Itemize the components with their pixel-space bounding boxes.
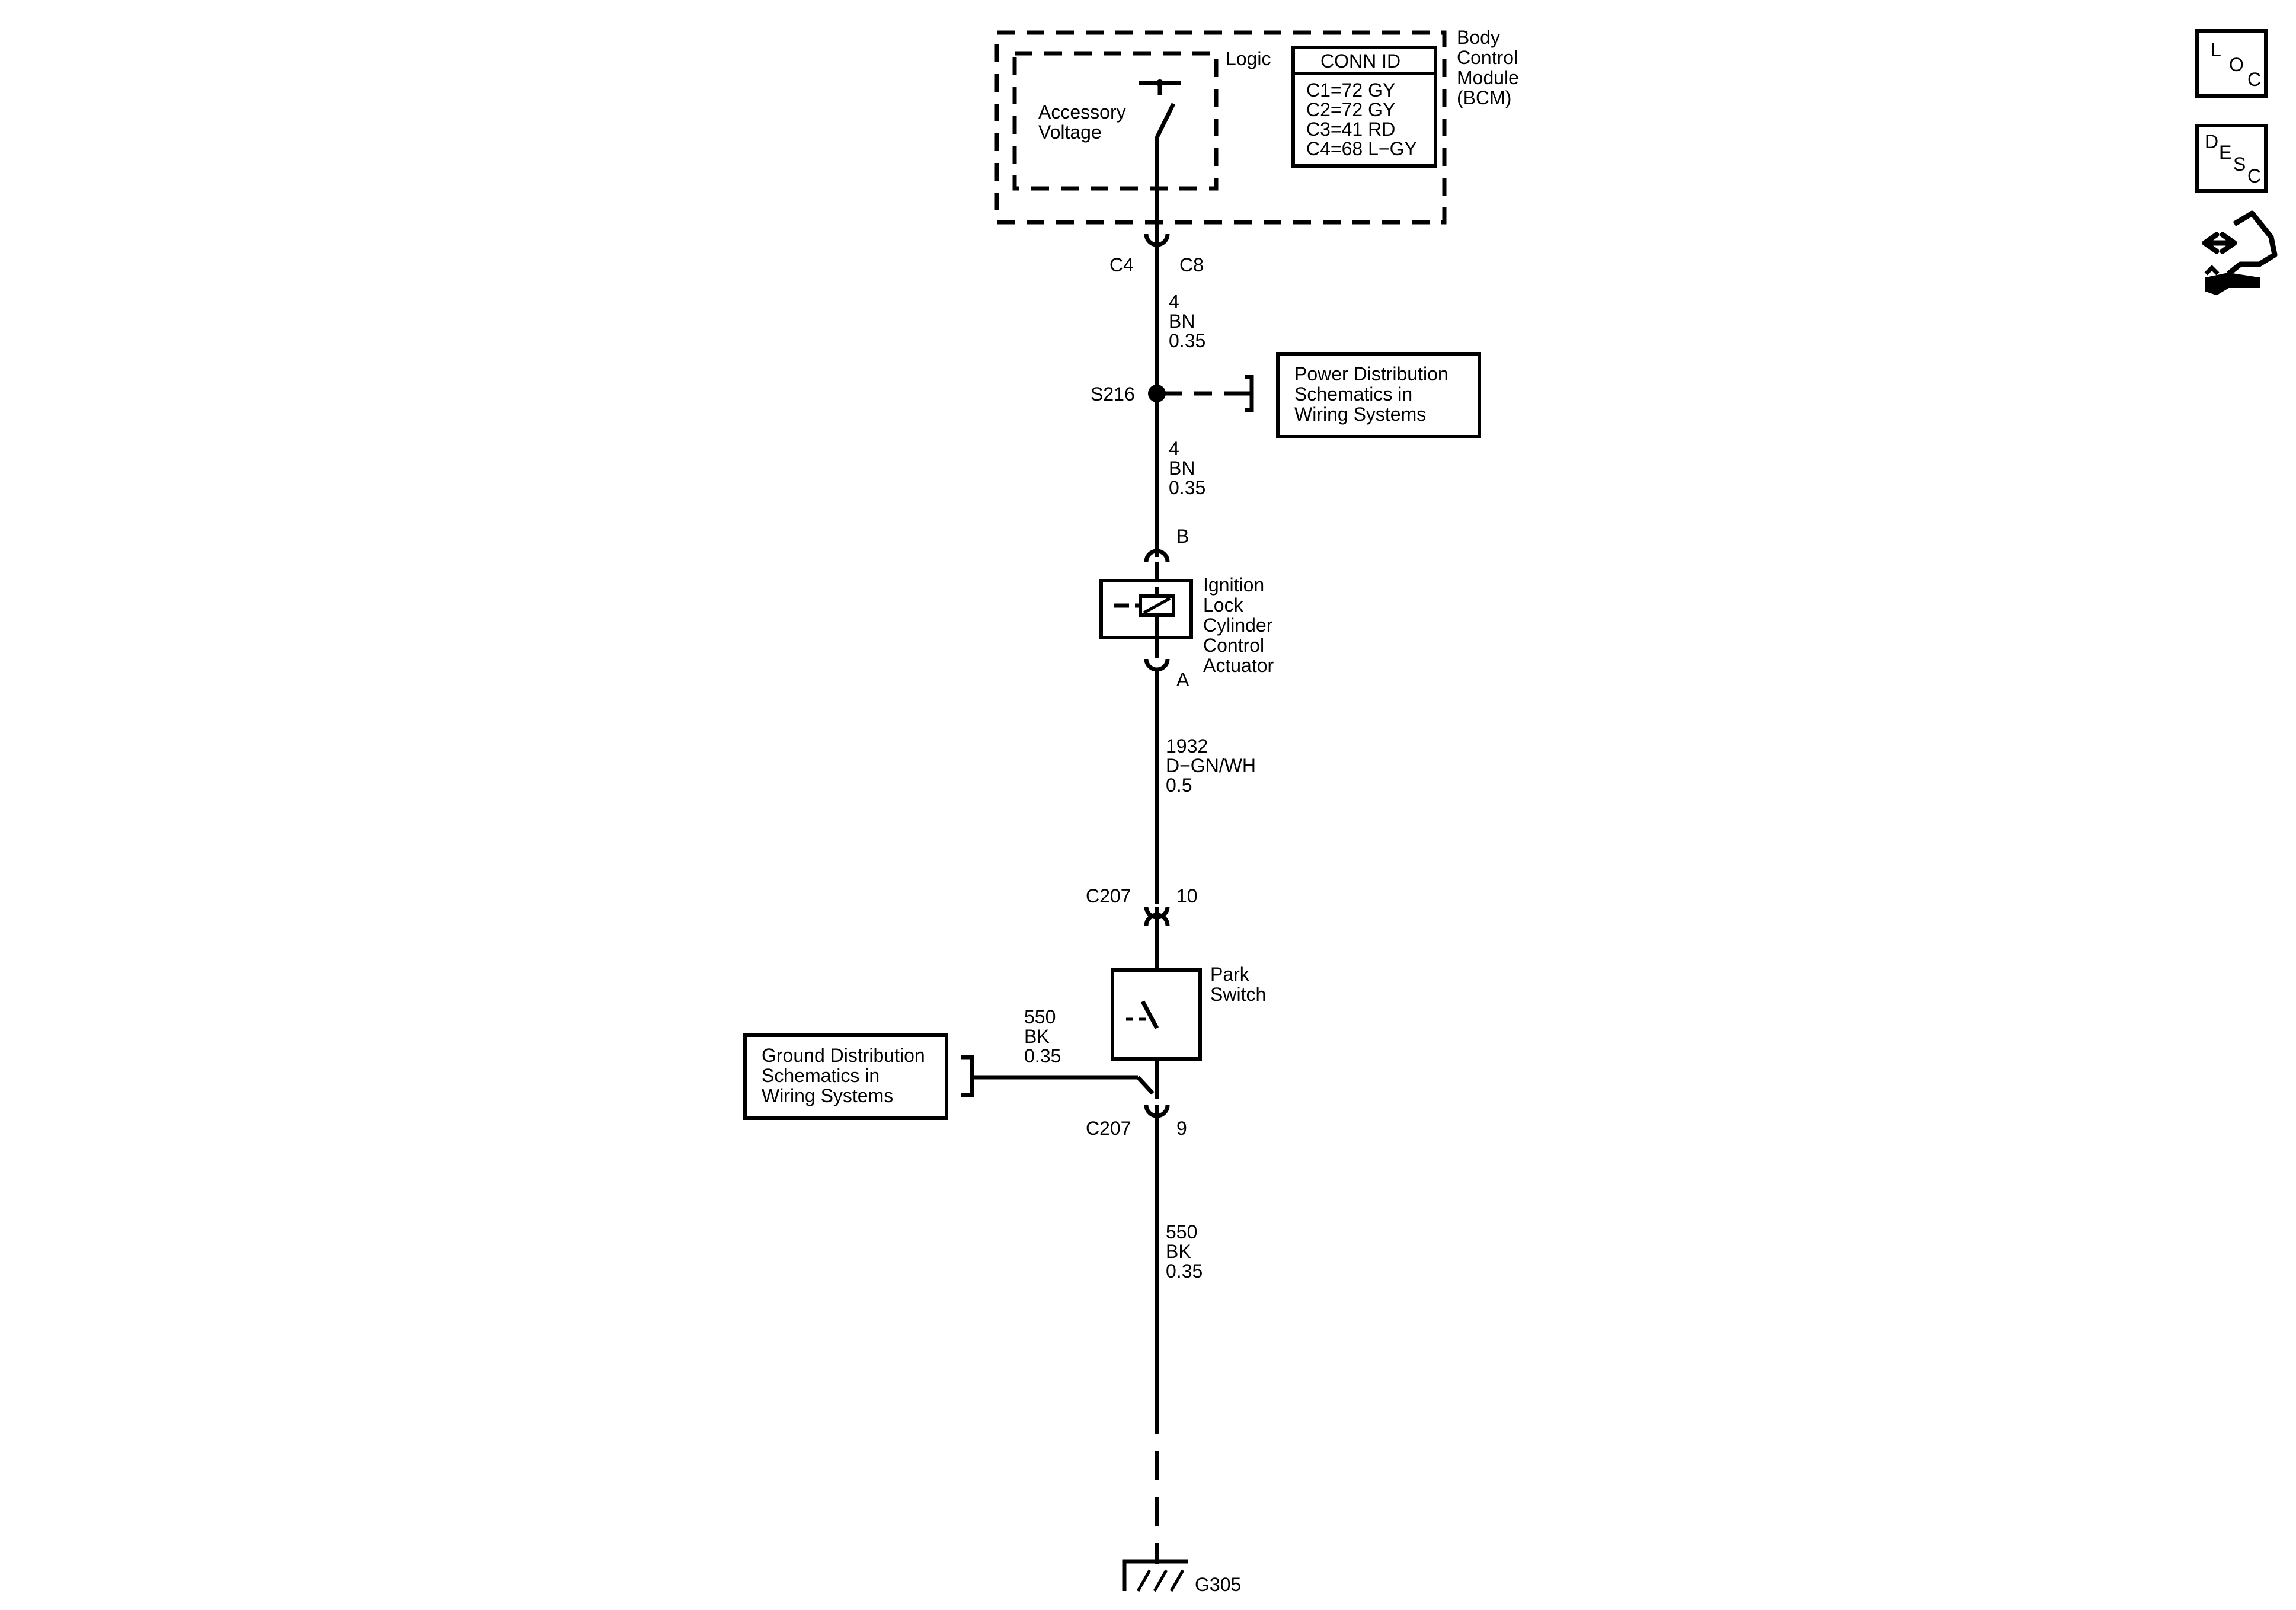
wire-4-color: BK: [1024, 1026, 1050, 1047]
park-switch-label-line1: Park: [1210, 964, 1250, 985]
conn-id-row-c3: C3=41 RD: [1306, 119, 1395, 140]
conn-id-header: CONN ID: [1320, 50, 1400, 72]
bcm-name-line2: Control: [1457, 47, 1518, 68]
actuator-label-line2: Lock: [1203, 594, 1244, 616]
conn-id-table: CONN ID C1=72 GY C2=72 GY C3=41 RD C4=68…: [1291, 46, 1437, 168]
power-distribution-link[interactable]: Power Distribution Schematics in Wiring …: [1276, 352, 1481, 438]
wire-5-color: BK: [1166, 1241, 1191, 1262]
ground-ref-line1: Ground Distribution: [762, 1045, 925, 1066]
connector-b: [1144, 549, 1170, 562]
ground-ref-line2: Schematics in: [762, 1065, 880, 1086]
body-control-module: Logic Accessory Voltage CONN ID C1=72 GY…: [994, 27, 1519, 225]
bcm-name-line4: (BCM): [1457, 87, 1511, 108]
desc-letter-c: C: [2247, 165, 2261, 187]
actuator-label-line4: Control: [1203, 635, 1264, 656]
wire-2-color: BN: [1169, 457, 1195, 479]
wire-4-size: 0.35: [1024, 1045, 1061, 1067]
desc-letter-s: S: [2233, 153, 2246, 175]
wire-4-circuit: 550: [1024, 1006, 1056, 1028]
wire-2-size: 0.35: [1169, 477, 1205, 498]
desc-letter-e: E: [2219, 142, 2231, 163]
actuator-pin-a-label: A: [1176, 669, 1189, 690]
actuator-label-line5: Actuator: [1203, 655, 1274, 676]
park-switch: [1111, 968, 1202, 1061]
loc-letter-l: L: [2211, 39, 2221, 60]
loc-icon[interactable]: L O C: [2195, 29, 2268, 98]
conn-id-row-c1: C1=72 GY: [1306, 79, 1395, 101]
wire-3-size: 0.5: [1166, 774, 1192, 796]
bcm-outline: [994, 30, 1447, 225]
ignition-lock-actuator: [1099, 579, 1193, 639]
connector-c207-lower-pin: 9: [1176, 1118, 1187, 1139]
logic-outline: [1012, 51, 1219, 191]
actuator-label-line1: Ignition: [1203, 574, 1264, 596]
loc-letter-o: O: [2229, 54, 2244, 75]
ground-distribution-link[interactable]: Ground Distribution Schematics in Wiring…: [743, 1033, 948, 1120]
connector-c8-label: C8: [1179, 254, 1204, 276]
ground-symbol: [1122, 1559, 1188, 1592]
desc-letter-d: D: [2205, 131, 2218, 152]
conn-id-row-c2: C2=72 GY: [1306, 99, 1395, 120]
connector-c207-upper-pin: 10: [1176, 885, 1198, 907]
wire-1-color: BN: [1169, 311, 1195, 332]
accessory-switch: [1139, 79, 1181, 222]
arrows-wrench-icon[interactable]: [2202, 210, 2278, 296]
wire-1-circuit: 4: [1169, 291, 1179, 312]
actuator-label-line3: Cylinder: [1203, 614, 1273, 636]
wire-1-size: 0.35: [1169, 330, 1205, 351]
connector-a: [1144, 658, 1170, 672]
power-ref-line1: Power Distribution: [1294, 363, 1448, 385]
actuator-pin-b-label: B: [1176, 526, 1189, 547]
wire-3-circuit: 1932: [1166, 735, 1208, 757]
power-ref-line2: Schematics in: [1294, 383, 1412, 405]
wire-5-circuit: 550: [1166, 1221, 1197, 1243]
bcm-name-line3: Module: [1457, 67, 1519, 88]
connector-c207-lower-label: C207: [1086, 1118, 1131, 1139]
desc-icon[interactable]: D E S C: [2195, 124, 2268, 193]
ground-g305-label: G305: [1195, 1574, 1241, 1595]
connector-c4-label: C4: [1109, 254, 1134, 276]
park-switch-label-line2: Switch: [1210, 984, 1266, 1005]
logic-label: Logic: [1226, 48, 1271, 69]
ground-ref-line3: Wiring Systems: [762, 1085, 893, 1106]
splice-s216-label: S216: [1091, 383, 1135, 405]
wire-2-circuit: 4: [1169, 438, 1179, 459]
bcm-name-line1: Body: [1457, 27, 1500, 48]
power-ref-line3: Wiring Systems: [1294, 404, 1426, 425]
connector-c207-upper-label: C207: [1086, 885, 1131, 907]
conn-id-row-c4: C4=68 L−GY: [1306, 138, 1417, 159]
accessory-voltage-line2: Voltage: [1038, 121, 1102, 143]
loc-letter-c: C: [2247, 69, 2261, 90]
wire-5-size: 0.35: [1166, 1260, 1203, 1282]
power-distribution-reference: [1165, 375, 1254, 412]
accessory-voltage-line1: Accessory: [1038, 101, 1126, 123]
ground-distribution-wire: [961, 1055, 1155, 1097]
wire-3-color: D−GN/WH: [1166, 755, 1256, 776]
main-circuit-wire: [1140, 222, 1170, 1564]
